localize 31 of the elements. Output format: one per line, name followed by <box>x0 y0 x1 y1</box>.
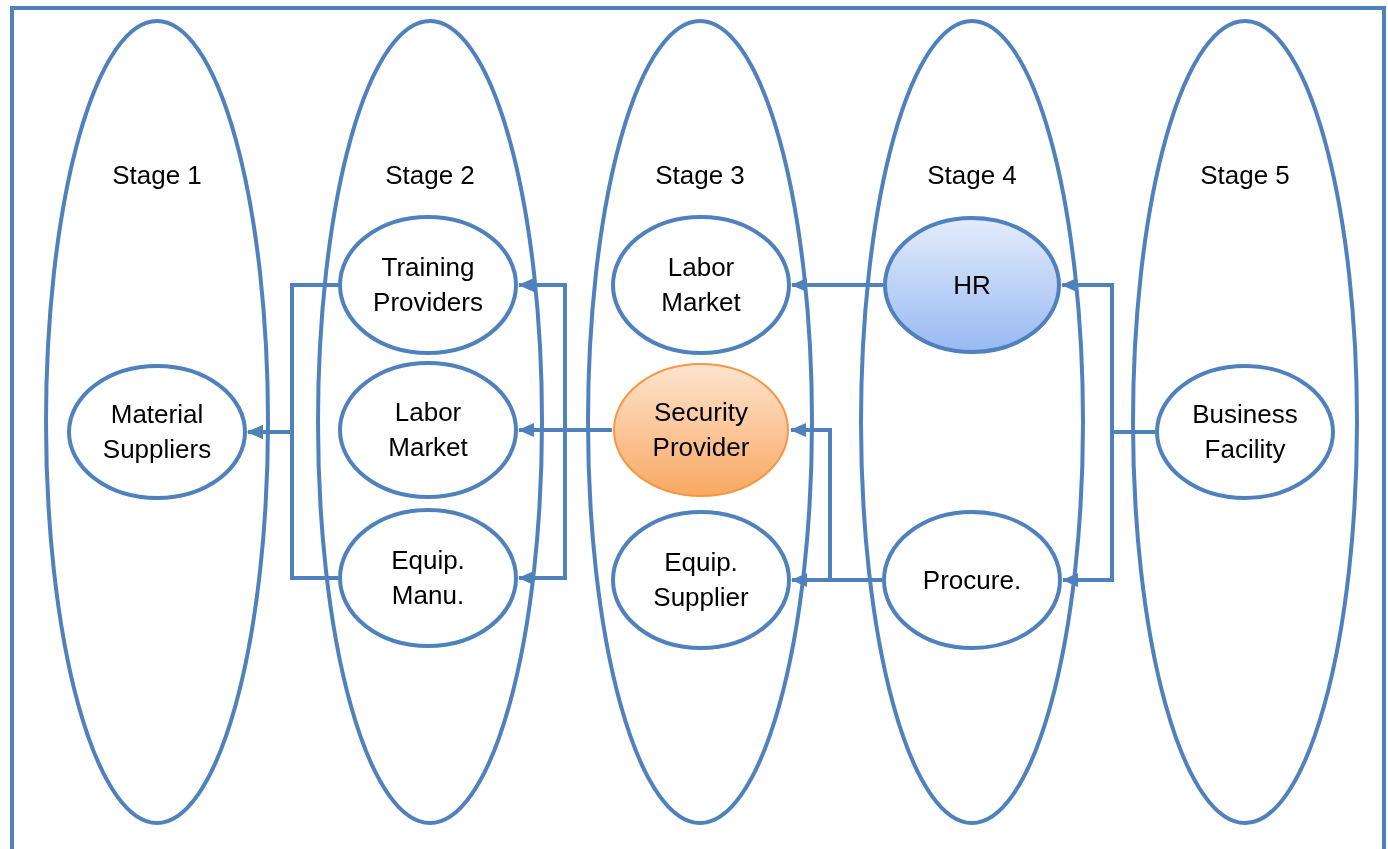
ellipse-node <box>1155 364 1335 500</box>
node-label: Business Facility <box>1191 398 1299 466</box>
ellipse-node <box>67 364 247 500</box>
stage-label: Stage 2 <box>384 159 476 192</box>
node-label: Training Providers <box>372 251 484 319</box>
stage-label: Stage 4 <box>926 159 1018 192</box>
ellipse-node <box>338 215 518 355</box>
node-label: Material Suppliers <box>101 398 213 466</box>
arrow <box>247 425 338 580</box>
stage-label: Stage 1 <box>111 159 203 192</box>
node-label: Equip. Supplier <box>652 546 750 614</box>
node-label: HR <box>953 268 991 302</box>
highlighted-ellipse <box>883 216 1061 354</box>
stage-label: Stage 5 <box>1199 159 1291 192</box>
stage-ellipse <box>586 19 814 825</box>
ellipse-node <box>611 510 791 650</box>
stage-ellipse <box>1131 19 1359 825</box>
stage-ellipse <box>316 19 544 825</box>
node-label: Security Provider <box>651 396 751 464</box>
stage-label: Stage 3 <box>654 159 746 192</box>
highlighted-ellipse <box>612 362 790 498</box>
node-label: Labor Market <box>387 396 469 464</box>
node-label: Procure. <box>922 563 1022 597</box>
node-label: Equip. Manu. <box>390 544 466 612</box>
node-label: Labor Market <box>660 251 742 319</box>
ellipse-node <box>611 215 791 355</box>
ellipse-node <box>882 510 1062 650</box>
ellipse-node <box>338 508 518 648</box>
ellipse-node <box>338 361 518 499</box>
stage-ellipse <box>44 19 270 825</box>
stage-ellipse <box>859 19 1085 825</box>
